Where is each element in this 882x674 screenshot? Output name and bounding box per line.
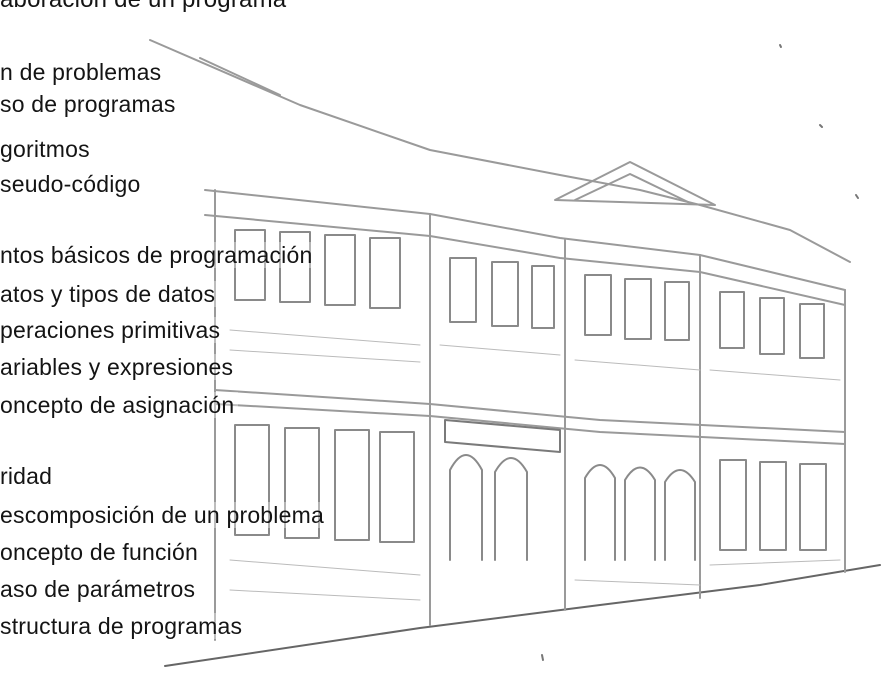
outline-item: structura de programas bbox=[0, 613, 247, 639]
outline-item: ridad bbox=[0, 463, 57, 489]
outline-item: so de programas bbox=[0, 91, 180, 117]
outline-item: atos y tipos de datos bbox=[0, 281, 220, 307]
outline-item: ariables y expresiones bbox=[0, 354, 238, 380]
outline-item: goritmos bbox=[0, 136, 94, 162]
document-title: aboración de un programa bbox=[0, 0, 291, 13]
outline-item: n de problemas bbox=[0, 59, 166, 85]
outline-item: escomposición de un problema bbox=[0, 502, 328, 528]
outline-item: peraciones primitivas bbox=[0, 317, 225, 343]
outline-item: ntos básicos de programación bbox=[0, 242, 317, 268]
outline-item: seudo-código bbox=[0, 171, 145, 197]
outline-item: oncepto de función bbox=[0, 539, 202, 565]
outline-item: aso de parámetros bbox=[0, 576, 200, 602]
outline-item: oncepto de asignación bbox=[0, 392, 239, 418]
